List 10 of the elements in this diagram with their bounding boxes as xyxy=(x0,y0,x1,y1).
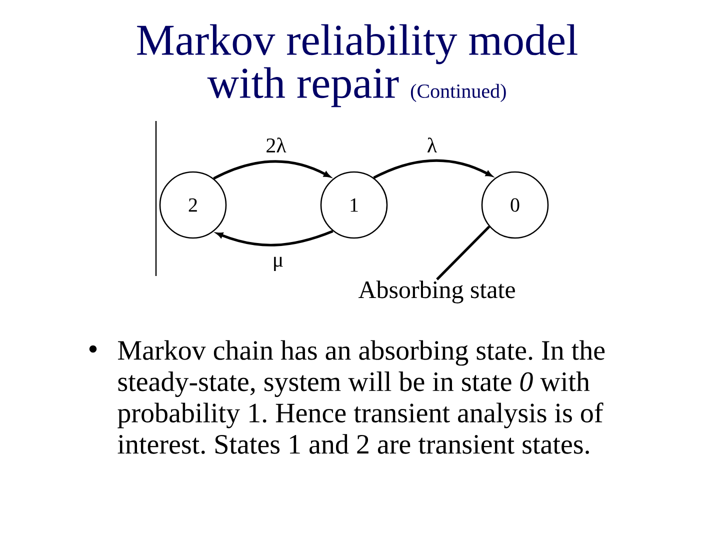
arrow xyxy=(216,230,334,246)
arrow xyxy=(373,159,492,179)
bullet-text: Markov chain has an absorbing state. In the steady-state, system will be in state 0 with probability 1. Hence transient analysis is of interest. States 1 and 2 are transient states. xyxy=(118,340,605,454)
callout-text: Absorbing state xyxy=(358,280,515,304)
arrow xyxy=(213,160,330,180)
edge-label: μ xyxy=(271,256,285,272)
title: Markov reliability model with repair (Continued) xyxy=(137,24,578,108)
edge-label: λ xyxy=(426,136,438,154)
leader-line xyxy=(436,226,490,280)
edge-label: 2λ xyxy=(264,136,288,154)
